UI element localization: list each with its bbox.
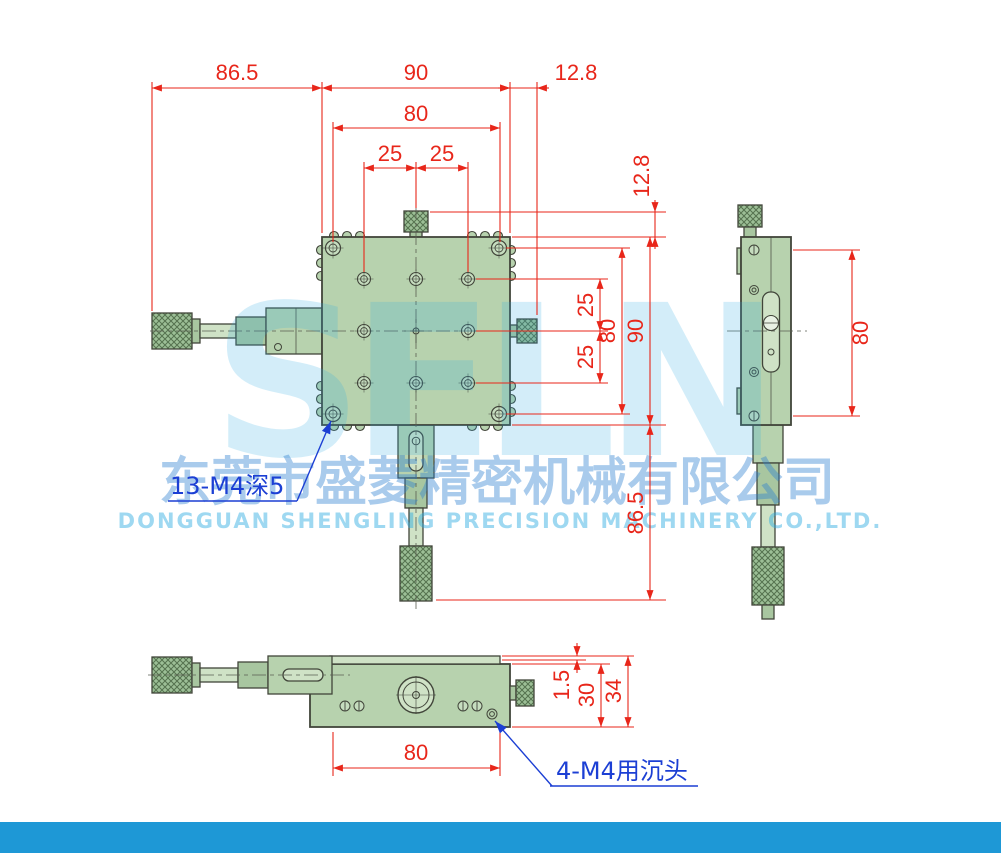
side-knob-neck <box>743 226 757 238</box>
base-screw <box>353 700 365 712</box>
dim-hole-span-top: 80 <box>404 101 428 126</box>
label-thread-holes: 13-M4深5 <box>170 472 284 500</box>
base-screw <box>471 700 483 712</box>
dim-hole-span-bottom: 80 <box>404 740 428 765</box>
dim-base-height: 30 <box>574 683 599 707</box>
dim-pitch-bottom: 25 <box>573 345 598 369</box>
dim-body-width: 90 <box>404 60 428 85</box>
dim-body-height: 90 <box>623 319 648 343</box>
side-pin <box>749 285 759 377</box>
dim-pitch-top: 25 <box>573 293 598 317</box>
center-bearing <box>396 676 436 714</box>
bottom-top-plate <box>329 655 501 665</box>
base-screw <box>339 700 351 712</box>
center-hole <box>404 319 428 343</box>
side-screw <box>748 244 760 256</box>
base-screw <box>457 700 469 712</box>
dim-plate-step: 1.5 <box>549 670 574 701</box>
side-mic-thimble <box>751 546 785 606</box>
label-counterbore: 4-M4用沉头 <box>556 757 688 785</box>
counterbore-hole <box>486 708 498 720</box>
watermark-company-cn: 东莞市盛菱精密机械有限公司 <box>159 453 835 513</box>
dim-hole-span-right: 80 <box>595 319 620 343</box>
dim-mic-length: 86.5 <box>623 492 648 535</box>
dimensions: 86.5 90 12.8 80 25 25 12.8 25 25 80 90 8… <box>151 60 873 776</box>
footer-bar <box>0 822 1001 853</box>
side-mic-tip <box>761 604 775 620</box>
side-slot <box>761 291 781 373</box>
side-top-knob <box>737 204 763 228</box>
bottom-knob-neck <box>509 685 517 701</box>
watermark: SELN 东莞市盛菱精密机械有限公司 DONGGUAN SHENGLING PR… <box>118 260 883 533</box>
front-view <box>150 205 548 610</box>
dim-pitch-right: 25 <box>430 141 454 166</box>
side-view <box>727 204 807 620</box>
dim-knob-offset-right: 12.8 <box>629 155 654 198</box>
bottom-preload-knob <box>515 679 535 707</box>
dim-knob-offset-top: 12.8 <box>555 60 598 85</box>
callouts: 13-M4深5 4-M4用沉头 <box>168 420 698 787</box>
watermark-company-en: DONGGUAN SHENGLING PRECISION MACHINERY C… <box>118 509 883 533</box>
dim-hole-span-side: 80 <box>848 321 873 345</box>
dim-pitch-left: 25 <box>378 141 402 166</box>
dim-total-height: 34 <box>601 679 626 703</box>
bracket-screw <box>274 343 282 351</box>
bottom-view <box>148 655 535 728</box>
dim-left-width: 86.5 <box>216 60 259 85</box>
